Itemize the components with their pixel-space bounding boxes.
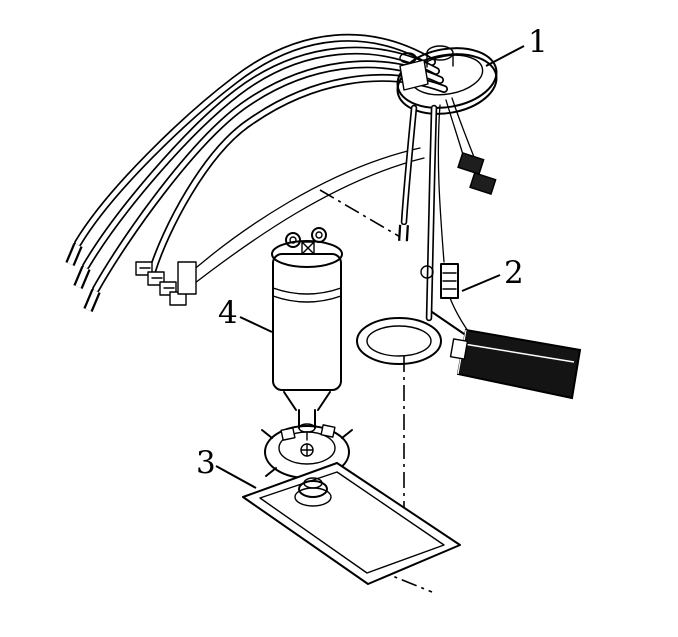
lower-plate [242,462,461,585]
harness-connectors-right [457,151,497,195]
fuel-pipes [398,104,438,322]
callout-1: 1 [485,24,548,67]
fuel-pump [271,227,343,433]
callout-4-label: 4 [218,295,238,331]
float-arm [431,311,471,339]
callout-4: 4 [218,295,273,333]
callout-1-label: 1 [528,24,548,60]
wiring-harness [135,97,497,306]
callout-2: 2 [461,255,524,292]
strainer-retainer [261,424,353,479]
harness-connector-cluster [135,261,197,306]
plate-grommet [294,477,332,507]
fuel-lines [65,33,448,312]
fuel-line-end-fittings [65,243,101,312]
callout-2-label: 2 [504,255,524,291]
module-cover-flange [396,45,498,115]
reservoir-ring [356,317,442,365]
float [449,328,582,400]
callout-3-label: 3 [196,445,216,481]
callout-3: 3 [196,445,257,489]
level-sensor-connector [440,263,479,345]
